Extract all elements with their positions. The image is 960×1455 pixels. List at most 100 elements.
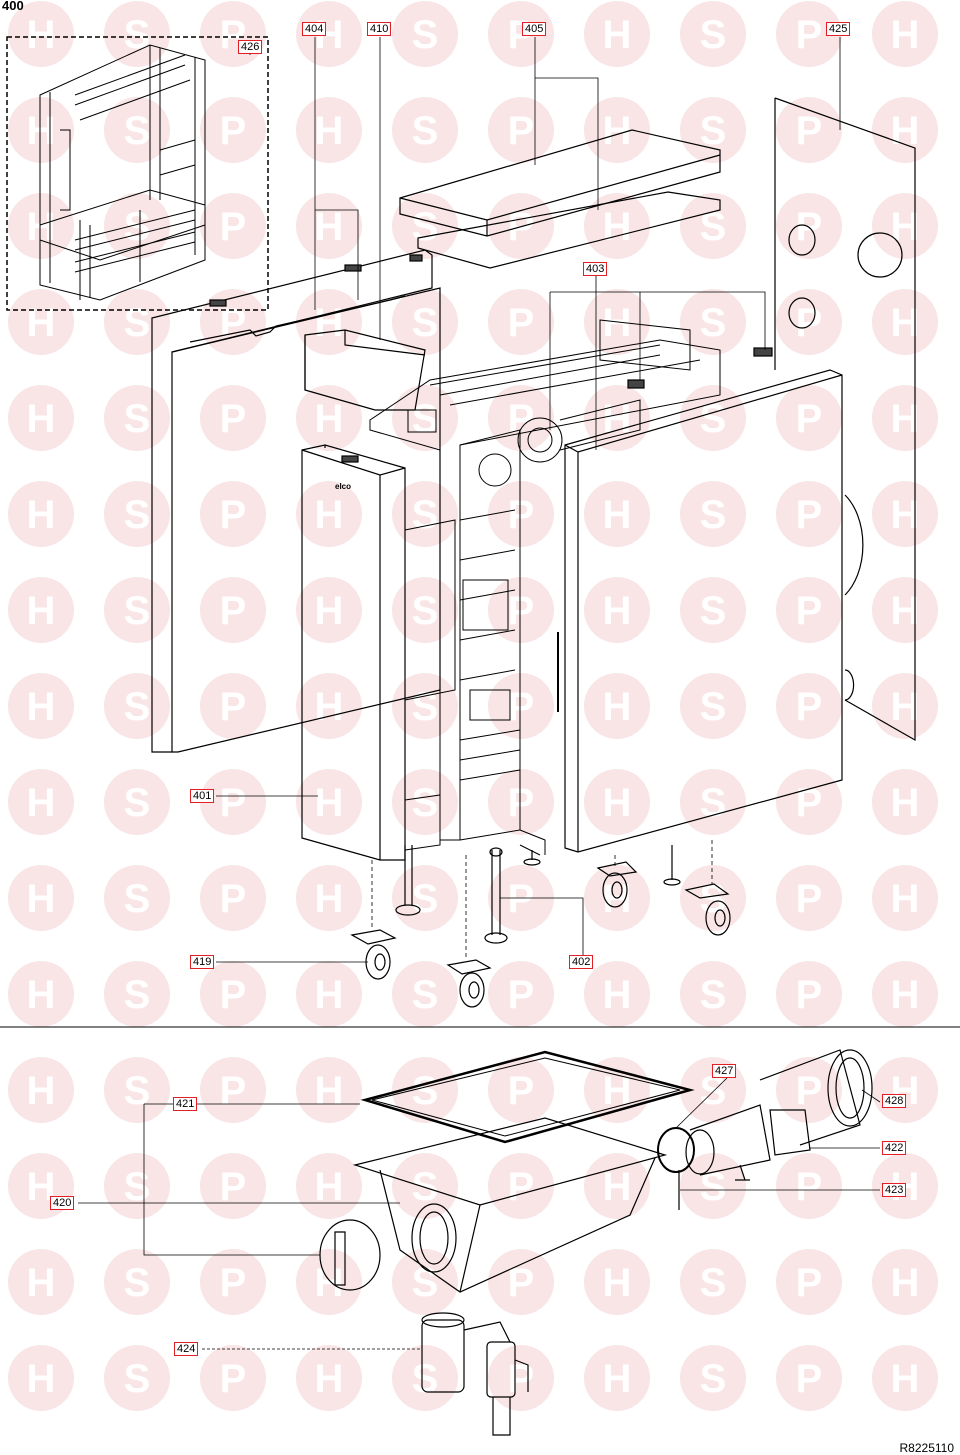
watermark-letter: S [700,781,727,825]
watermark-letter: P [796,13,823,57]
watermark-disc [584,769,650,835]
watermark-disc [392,1153,458,1219]
watermark-letter: S [412,205,439,249]
watermark-disc [392,1345,458,1411]
watermark-disc [8,1,74,67]
watermark-disc [392,385,458,451]
watermark-letter: P [796,1357,823,1401]
watermark-letter: H [603,1165,632,1209]
watermark-letter: S [124,1261,151,1305]
watermark-disc [872,193,938,259]
watermark-letter: P [220,397,247,441]
watermark-letter: H [27,13,56,57]
watermark-disc [872,1,938,67]
watermark-letter: S [124,973,151,1017]
callout-421: 421 [173,1097,198,1111]
watermark-disc [488,1057,554,1123]
watermark-disc [104,577,170,643]
watermark-letter: P [508,1165,535,1209]
watermark-disc [776,1249,842,1315]
watermark-disc [776,1345,842,1411]
watermark-disc [872,385,938,451]
watermark-disc [776,289,842,355]
watermark-disc [8,97,74,163]
watermark-letter: S [124,397,151,441]
watermark-disc [776,385,842,451]
watermark-disc [584,481,650,547]
watermark-letter: P [508,781,535,825]
watermark-disc [776,193,842,259]
watermark-letter: H [603,1261,632,1305]
watermark-letter: P [796,877,823,921]
watermark-disc [200,385,266,451]
watermark-disc [584,1153,650,1219]
watermark-letter: P [220,1357,247,1401]
watermark-disc [200,673,266,739]
callout-423: 423 [882,1183,907,1197]
watermark-disc [392,289,458,355]
watermark-disc [392,1,458,67]
watermark-disc [8,577,74,643]
watermark-disc [200,1249,266,1315]
watermark-disc [8,385,74,451]
watermark-letter: S [700,109,727,153]
watermark-letter: H [315,1165,344,1209]
watermark-letter: H [27,1261,56,1305]
watermark-letter: P [220,109,247,153]
watermark-disc [8,673,74,739]
callout-403: 403 [583,262,608,276]
watermark-disc [296,1153,362,1219]
watermark-disc [200,1057,266,1123]
watermark-letter: H [603,205,632,249]
watermark-letter: H [315,493,344,537]
watermark-letter: H [27,493,56,537]
watermark-letter: S [412,1261,439,1305]
watermark-letter: S [412,1357,439,1401]
watermark-letter: H [891,973,920,1017]
watermark-letter: P [220,1261,247,1305]
watermark-letter: P [220,301,247,345]
watermark-disc [8,1057,74,1123]
watermark-letter: H [315,685,344,729]
watermark-letter: S [700,1165,727,1209]
watermark-disc [872,865,938,931]
watermark-disc [392,577,458,643]
watermark-disc [104,1,170,67]
watermark-letter: H [315,877,344,921]
watermark-disc [8,1249,74,1315]
watermark-letter: S [412,781,439,825]
top-lid [399,129,721,269]
callout-402: 402 [569,955,594,969]
watermark-disc [8,769,74,835]
watermark-disc [488,97,554,163]
watermark-letter: S [124,13,151,57]
watermark-disc [680,1345,746,1411]
watermark-disc [488,481,554,547]
watermark-letter: P [220,973,247,1017]
watermark-disc [872,289,938,355]
watermark-letter: H [27,781,56,825]
callout-422: 422 [882,1141,907,1155]
watermark-letter: S [124,493,151,537]
watermark-letter: H [891,781,920,825]
hsp-watermark: H S P H S P H S P H H S P H S P H S P H H S P H S P H S P H H S P H S P H S P H… [8,1,938,1411]
watermark-letter: P [796,1261,823,1305]
watermark-letter: S [412,109,439,153]
watermark-letter: P [220,1165,247,1209]
watermark-disc [872,1345,938,1411]
watermark-letter: P [508,1261,535,1305]
watermark-letter: H [891,877,920,921]
watermark-disc [200,193,266,259]
watermark-letter: H [603,589,632,633]
watermark-letter: P [508,109,535,153]
callout-424: 424 [174,1342,199,1356]
watermark-disc [680,1249,746,1315]
watermark-disc [680,97,746,163]
watermark-disc [776,1,842,67]
back-panel [774,97,916,742]
watermark-letter: H [603,973,632,1017]
watermark-disc [776,865,842,931]
watermark-letter: P [508,493,535,537]
watermark-letter: S [700,301,727,345]
watermark-disc [776,481,842,547]
